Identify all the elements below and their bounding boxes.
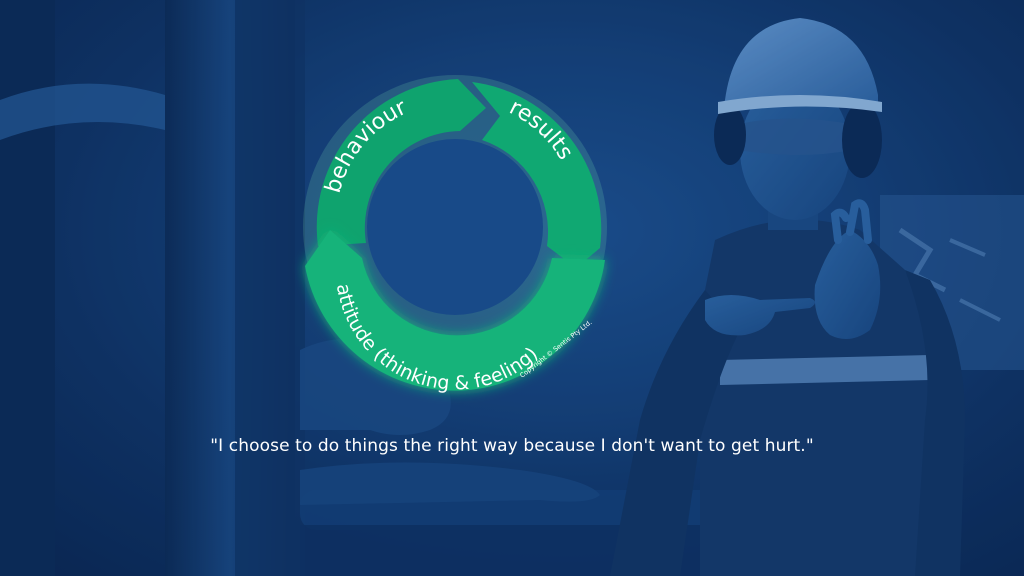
- segment-attitude: [305, 230, 605, 391]
- caption-quote: "I choose to do things the right way bec…: [210, 436, 814, 456]
- segment-results: [472, 82, 602, 268]
- cycle-center: [367, 139, 543, 315]
- segment-behaviour: [316, 79, 486, 246]
- worker-figure: [610, 18, 965, 576]
